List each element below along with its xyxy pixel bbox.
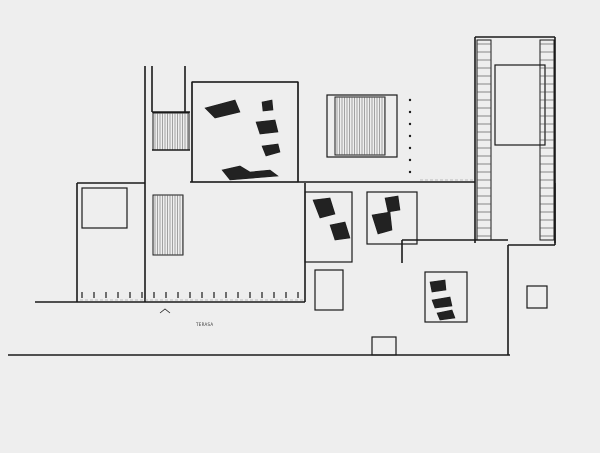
column-dot — [408, 158, 412, 162]
room-sculpture-court-lower — [424, 271, 468, 323]
room-upper-courtyard — [191, 81, 299, 183]
sculpture — [204, 99, 241, 119]
column-dot — [408, 122, 412, 126]
sculpture — [371, 211, 393, 235]
room-entry-gate — [371, 336, 397, 356]
column-dot — [408, 170, 412, 174]
column-dot — [408, 110, 412, 114]
sculpture — [255, 119, 279, 135]
room-auditorium — [326, 94, 398, 158]
sculpture — [221, 165, 279, 181]
entry-arrow-icon — [159, 308, 171, 314]
sculpture — [436, 309, 456, 321]
room-tower-core — [494, 64, 546, 146]
sculpture — [312, 197, 336, 219]
column-dot — [408, 98, 412, 102]
sculpture — [431, 296, 453, 309]
room-kiosk — [526, 285, 548, 309]
plan-label: TERASA — [196, 322, 214, 327]
sculpture — [429, 279, 447, 293]
stair-outline — [334, 96, 386, 156]
room-sculpture-court-right — [366, 191, 418, 245]
stair-outline — [152, 194, 184, 256]
sculpture — [329, 221, 351, 241]
sculpture — [261, 99, 274, 112]
column-dot — [408, 134, 412, 138]
column-dot — [408, 146, 412, 150]
room-small-pavilion — [314, 269, 344, 311]
stair-outline — [152, 112, 190, 151]
sculpture — [261, 143, 281, 157]
room-left-office — [81, 187, 128, 229]
sculpture — [384, 195, 401, 213]
